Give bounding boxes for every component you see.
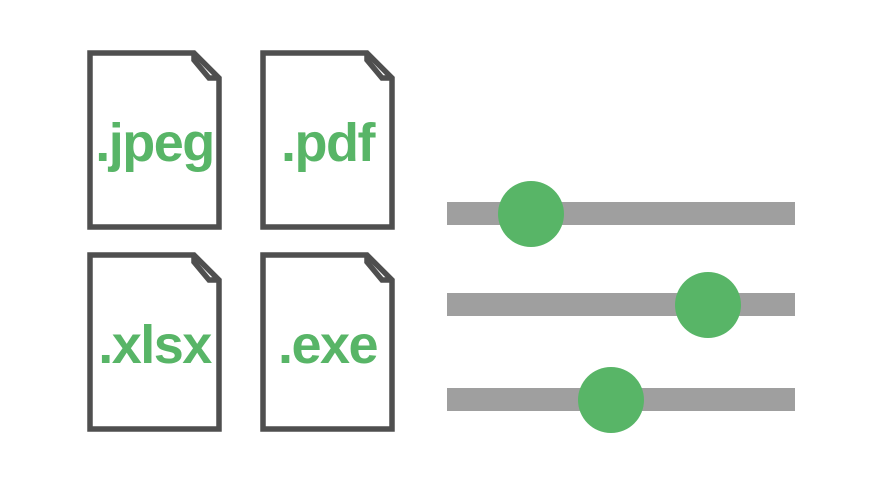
slider-knob-1[interactable] bbox=[497, 180, 564, 247]
file-extension-label: .xlsx bbox=[98, 315, 212, 375]
slider-knob-3[interactable] bbox=[577, 366, 644, 433]
document-icon bbox=[87, 252, 222, 432]
file-extension-label: .exe bbox=[277, 315, 379, 375]
slider-track-3[interactable] bbox=[447, 366, 795, 433]
file-extension-label: .pdf bbox=[281, 113, 375, 173]
folded-corner-icon bbox=[364, 255, 392, 283]
file-item-jpeg[interactable]: .jpeg bbox=[87, 50, 222, 230]
document-icon bbox=[87, 50, 222, 230]
slider-knob-2[interactable] bbox=[675, 271, 741, 338]
document-icon bbox=[260, 252, 395, 432]
folded-corner-icon bbox=[191, 255, 219, 283]
file-item-exe[interactable]: .exe bbox=[260, 252, 395, 432]
slider-track-1[interactable] bbox=[447, 180, 795, 247]
file-item-xlsx[interactable]: .xlsx bbox=[87, 252, 222, 432]
file-item-pdf[interactable]: .pdf bbox=[260, 50, 395, 230]
document-icon bbox=[260, 50, 395, 230]
folded-corner-icon bbox=[191, 53, 219, 81]
file-extension-label: .jpeg bbox=[95, 113, 215, 173]
folded-corner-icon bbox=[364, 53, 392, 81]
slider-track-2[interactable] bbox=[447, 271, 795, 338]
